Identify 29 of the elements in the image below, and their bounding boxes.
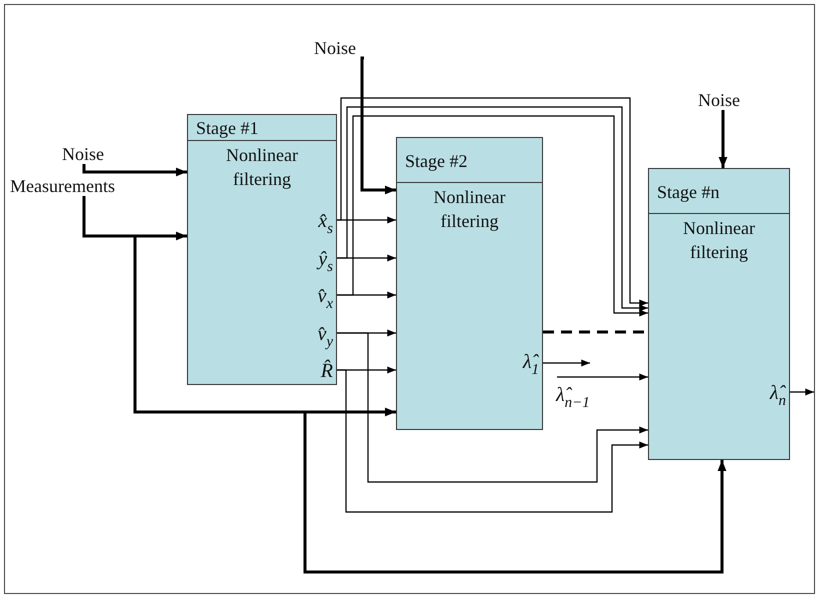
stage-description: Nonlinear filtering (682, 217, 756, 264)
input-label: Noise (62, 144, 112, 164)
stage-description: Nonlinear filtering (432, 186, 506, 233)
arrow (557, 374, 648, 380)
stage-box (396, 137, 543, 430)
output-symbol: x̂$_{s}$ (318, 210, 333, 239)
arrow (543, 360, 590, 366)
output-symbol: ŷ$_{s}$ (318, 248, 333, 277)
arrow (790, 388, 814, 396)
output-symbol: λ̂$_{n}$ (770, 382, 786, 411)
stage-title: Stage #2 (405, 150, 468, 170)
stage-box (187, 114, 337, 385)
input-label: Noise (314, 38, 364, 58)
arrow (337, 369, 648, 513)
output-symbol: v̂$_{y}$ (317, 323, 333, 352)
output-symbol: λ̂$_{1}$ (522, 351, 539, 380)
arrow (360, 56, 396, 194)
arrow (82, 164, 187, 176)
stage-box (648, 168, 790, 460)
input-label: Measurements (10, 176, 132, 196)
stage-description: Nonlinear filtering (225, 144, 299, 191)
stage-title: Stage #1 (196, 118, 258, 138)
input-label: Noise (698, 90, 748, 110)
output-symbol: v̂$_{x}$ (317, 285, 333, 314)
output-symbol: R̂ (320, 360, 333, 382)
arrow (718, 110, 728, 168)
arrow (82, 196, 726, 574)
arrow (337, 332, 648, 483)
stage-title: Stage #n (657, 182, 720, 202)
